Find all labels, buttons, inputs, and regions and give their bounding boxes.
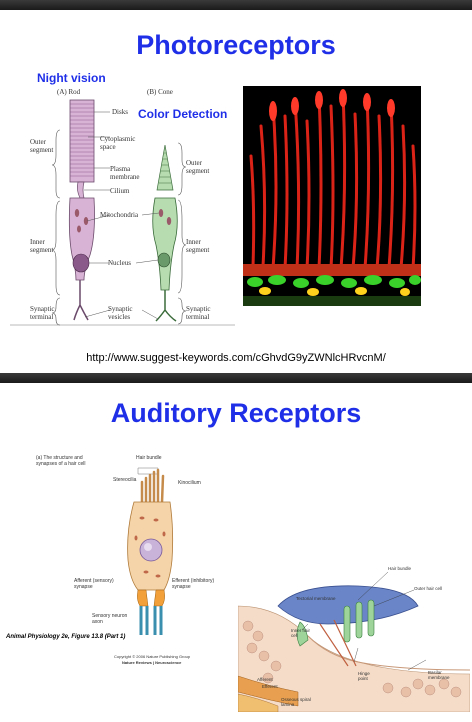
- label-sensory-neuron: Sensory neuron axon: [92, 613, 128, 625]
- label-hair-bundle: Hair bundle: [136, 455, 162, 461]
- label-kinocilium: Kinocilium: [178, 480, 201, 486]
- cochlea-label-inner-hair-cell: Inner hair cell: [291, 628, 311, 638]
- label-stereocilia: Stereocilia: [113, 477, 137, 483]
- slide-title-auditory: Auditory Receptors: [110, 398, 362, 428]
- label-disks: Disks: [112, 108, 128, 116]
- label-inner-segment-right: Inner segment: [186, 238, 210, 254]
- label-mitochondria: Mitochondria: [100, 211, 139, 219]
- label-synaptic-vesicles: Synaptic vesicles: [108, 305, 133, 321]
- label-nucleus: Nucleus: [108, 259, 131, 267]
- cone-label: (B) Cone: [147, 88, 173, 96]
- figure-caption: Animal Physiology 2e, Figure 13.8 (Part …: [6, 634, 126, 640]
- slide-title-photoreceptors: Photoreceptors: [136, 30, 336, 60]
- label-outer-segment-right: Outer segment: [186, 159, 210, 175]
- slide-top-bar: [0, 0, 472, 10]
- photoreceptor-micrograph: [243, 86, 421, 306]
- hair-cell-diagram: [127, 467, 174, 635]
- cochlea-diagram: [238, 566, 470, 712]
- label-plasma-membrane: Plasma membrane: [110, 165, 140, 181]
- label-afferent-synapse: Afferent (sensory) synapse: [74, 578, 114, 590]
- source-url[interactable]: http://www.suggest-keywords.com/cGhvdG9y…: [86, 352, 386, 364]
- cochlea-label-osseous-spiral-lamina: Osseous spiral lamina: [281, 697, 311, 707]
- copyright-text: Copyright © 2006 Nature Publishing Group: [114, 654, 191, 659]
- label-outer-segment-left: Outer segment: [30, 138, 54, 154]
- slide-separator-bar: [0, 373, 472, 383]
- cochlea-label-outer-hair-cell: Outer hair cell: [414, 586, 443, 591]
- rod-cone-diagram: [10, 99, 235, 326]
- rod-label: (A) Rod: [57, 88, 81, 96]
- hair-cell-caption: (a) The structure and synapses of a hair…: [36, 455, 86, 467]
- color-detection-label: Color Detection: [138, 107, 228, 121]
- cochlea-label-basilar-membrane: Basilar membrane: [428, 670, 450, 680]
- cochlea-label-afferent: Afferent: [257, 677, 273, 682]
- cochlea-label-efferent: Efferent: [262, 684, 278, 689]
- label-cytoplasmic-space: Cytoplasmic space: [100, 135, 136, 151]
- night-vision-label: Night vision: [37, 71, 106, 85]
- label-synaptic-terminal-left: Synaptic terminal: [30, 305, 55, 321]
- label-cilium: Cilium: [110, 187, 130, 195]
- cochlea-label-tectorial-membrane: Tectorial membrane: [296, 596, 336, 601]
- cochlea-label-hinge-point: Hinge point: [358, 671, 370, 681]
- label-efferent-synapse: Efferent (inhibitory) synapse: [172, 578, 215, 590]
- label-inner-segment-left: Inner segment: [30, 238, 54, 254]
- cochlea-label-hair-bundle: Hair bundle: [388, 566, 412, 571]
- journal-text: Nature Reviews | Neuroscience: [122, 660, 182, 665]
- label-synaptic-terminal-right: Synaptic terminal: [186, 305, 211, 321]
